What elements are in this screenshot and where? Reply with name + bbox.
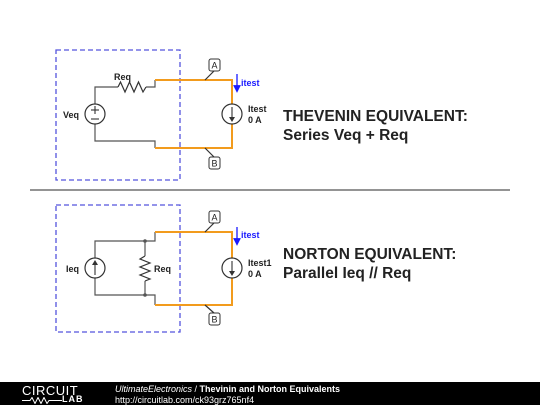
thevenin-resistor — [117, 80, 147, 94]
norton-subheading: Parallel Ieq // Req — [283, 265, 411, 282]
svg-text:A: A — [211, 213, 217, 223]
logo-text-bottom: LAB — [62, 394, 84, 404]
thevenin-subheading: Series Veq + Req — [283, 127, 408, 144]
thevenin-source-label: Veq — [63, 110, 79, 120]
norton-heading: NORTON EQUIVALENT: — [283, 246, 456, 263]
norton-dashed-box — [55, 204, 181, 333]
thevenin-voltage-source — [84, 103, 106, 125]
norton-resistor — [138, 255, 152, 282]
norton-circuit: A B Ieq Req itest Itest1 0 A NORTON EQUI… — [55, 204, 456, 333]
thevenin-dashed-box — [55, 49, 181, 181]
footer-separator: / — [192, 384, 200, 394]
circuit-canvas: A B Req Veq itest Itest 0 A THEVENIN EQU… — [30, 49, 510, 333]
footer-url[interactable]: http://circuitlab.com/ck93grz765nf4 — [115, 394, 255, 405]
footer-title[interactable]: Thevinin and Norton Equivalents — [199, 384, 341, 394]
logo-resistor-icon — [22, 397, 62, 404]
footer-text: UltimateElectronics / Thevinin and Norto… — [115, 384, 340, 405]
norton-test-current-source — [221, 257, 243, 279]
norton-node-b: B — [208, 312, 221, 326]
norton-wires — [94, 232, 156, 305]
norton-resistor-label: Req — [154, 264, 171, 274]
circuitlab-logo[interactable]: CIRCUIT LAB — [22, 382, 100, 405]
norton-current-source-label: Itest1 — [248, 258, 272, 268]
thevenin-node-b: B — [208, 156, 221, 170]
norton-current-arrow-label: itest — [241, 230, 260, 240]
thevenin-current-source-label: Itest — [248, 104, 267, 114]
svg-text:B: B — [211, 159, 217, 169]
thevenin-highlight-wires — [155, 79, 233, 149]
norton-current-source-value: 0 A — [248, 269, 262, 279]
thevenin-node-a: A — [208, 58, 221, 72]
thevenin-test-current-source — [221, 103, 243, 125]
logo-text-top: CIRCUIT — [22, 383, 79, 398]
thevenin-current-arrow-label: itest — [241, 78, 260, 88]
thevenin-heading: THEVENIN EQUIVALENT: — [283, 108, 468, 125]
svg-text:A: A — [211, 61, 217, 71]
norton-node-a: A — [208, 210, 221, 224]
thevenin-wires — [94, 80, 156, 148]
thevenin-current-source-value: 0 A — [248, 115, 262, 125]
footer-bar: CIRCUIT LAB UltimateElectronics / Thevin… — [0, 382, 540, 405]
norton-highlight-wires — [155, 231, 233, 306]
thevenin-circuit: A B Req Veq itest Itest 0 A THEVENIN EQU… — [55, 49, 468, 181]
svg-text:B: B — [211, 315, 217, 325]
norton-current-source — [84, 257, 106, 279]
thevenin-resistor-label: Req — [114, 72, 131, 82]
norton-source-label: Ieq — [66, 264, 79, 274]
footer-author[interactable]: UltimateElectronics — [115, 384, 193, 394]
